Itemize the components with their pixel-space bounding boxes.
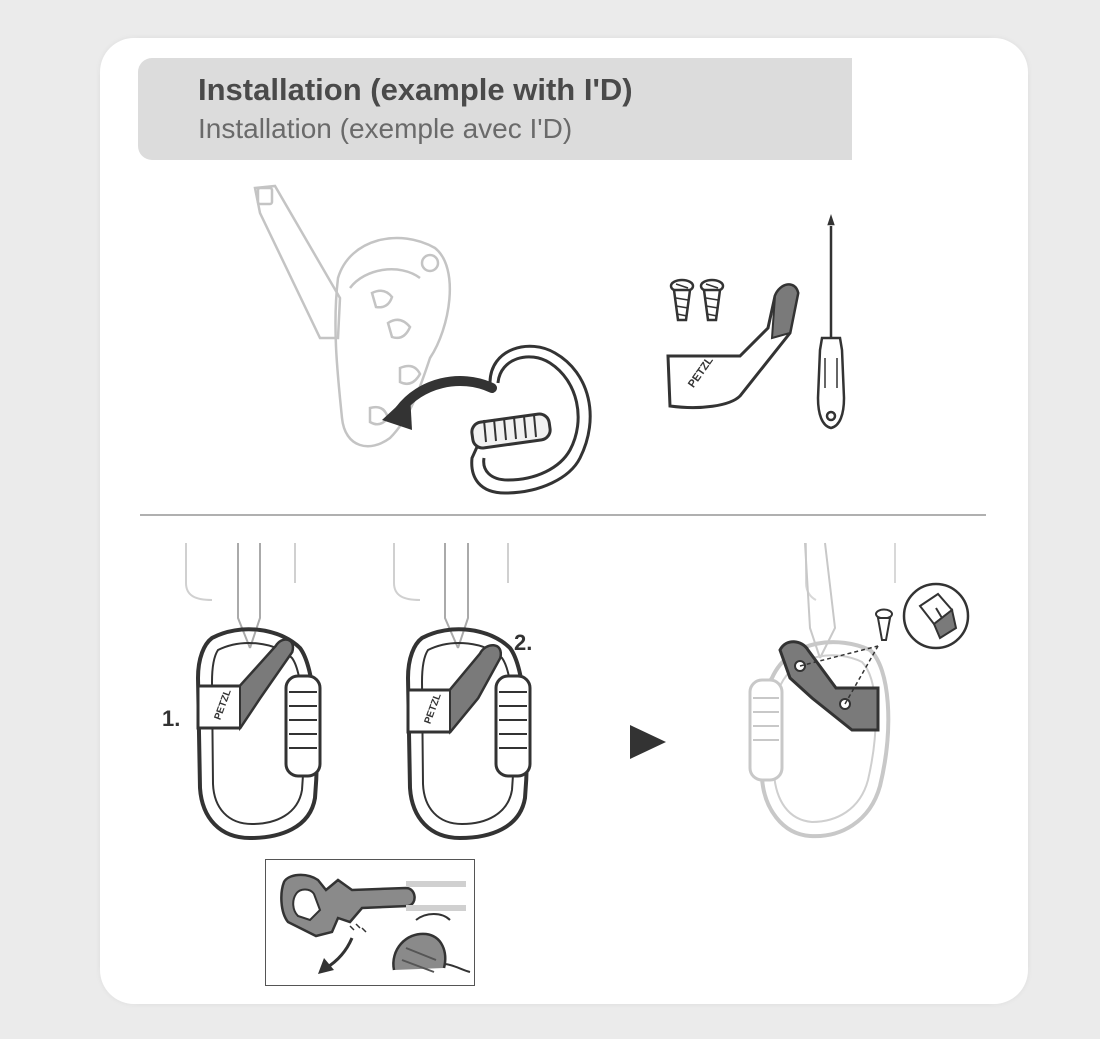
step-2-label: 2. [514,630,533,655]
detail-inset [265,859,475,986]
arrow-icon [318,958,334,974]
keeper-part: PETZL [666,283,800,410]
screw-icon [875,608,893,641]
pear-carabiner [470,344,592,495]
bottom-illustrations: PETZL PETZL [185,542,970,841]
carabiner-step-3 [748,542,896,839]
carabiner-step-2: PETZL [393,543,532,841]
header-bar: Installation (example with I'D) Installa… [138,58,852,160]
step-1-label: 1. [162,706,181,731]
instruction-card: Installation (example with I'D) Installa… [100,38,1028,1004]
screwdriver-icon [816,214,846,430]
section-divider [140,514,986,516]
carabiner-step-1: PETZL [185,543,322,841]
top-illustrations: PETZL [253,184,846,495]
page-title: Installation (example with I'D) [198,72,633,107]
next-arrow-icon [630,725,666,759]
page-subtitle: Installation (exemple avec I'D) [198,113,573,144]
screw-icon [669,278,695,322]
screw-icon [699,278,725,322]
screwdriver-bit-detail-icon [902,582,970,650]
faded-descender-device [253,184,452,448]
curved-arrow-icon [382,376,497,430]
detail-inset-drawing [280,873,471,974]
